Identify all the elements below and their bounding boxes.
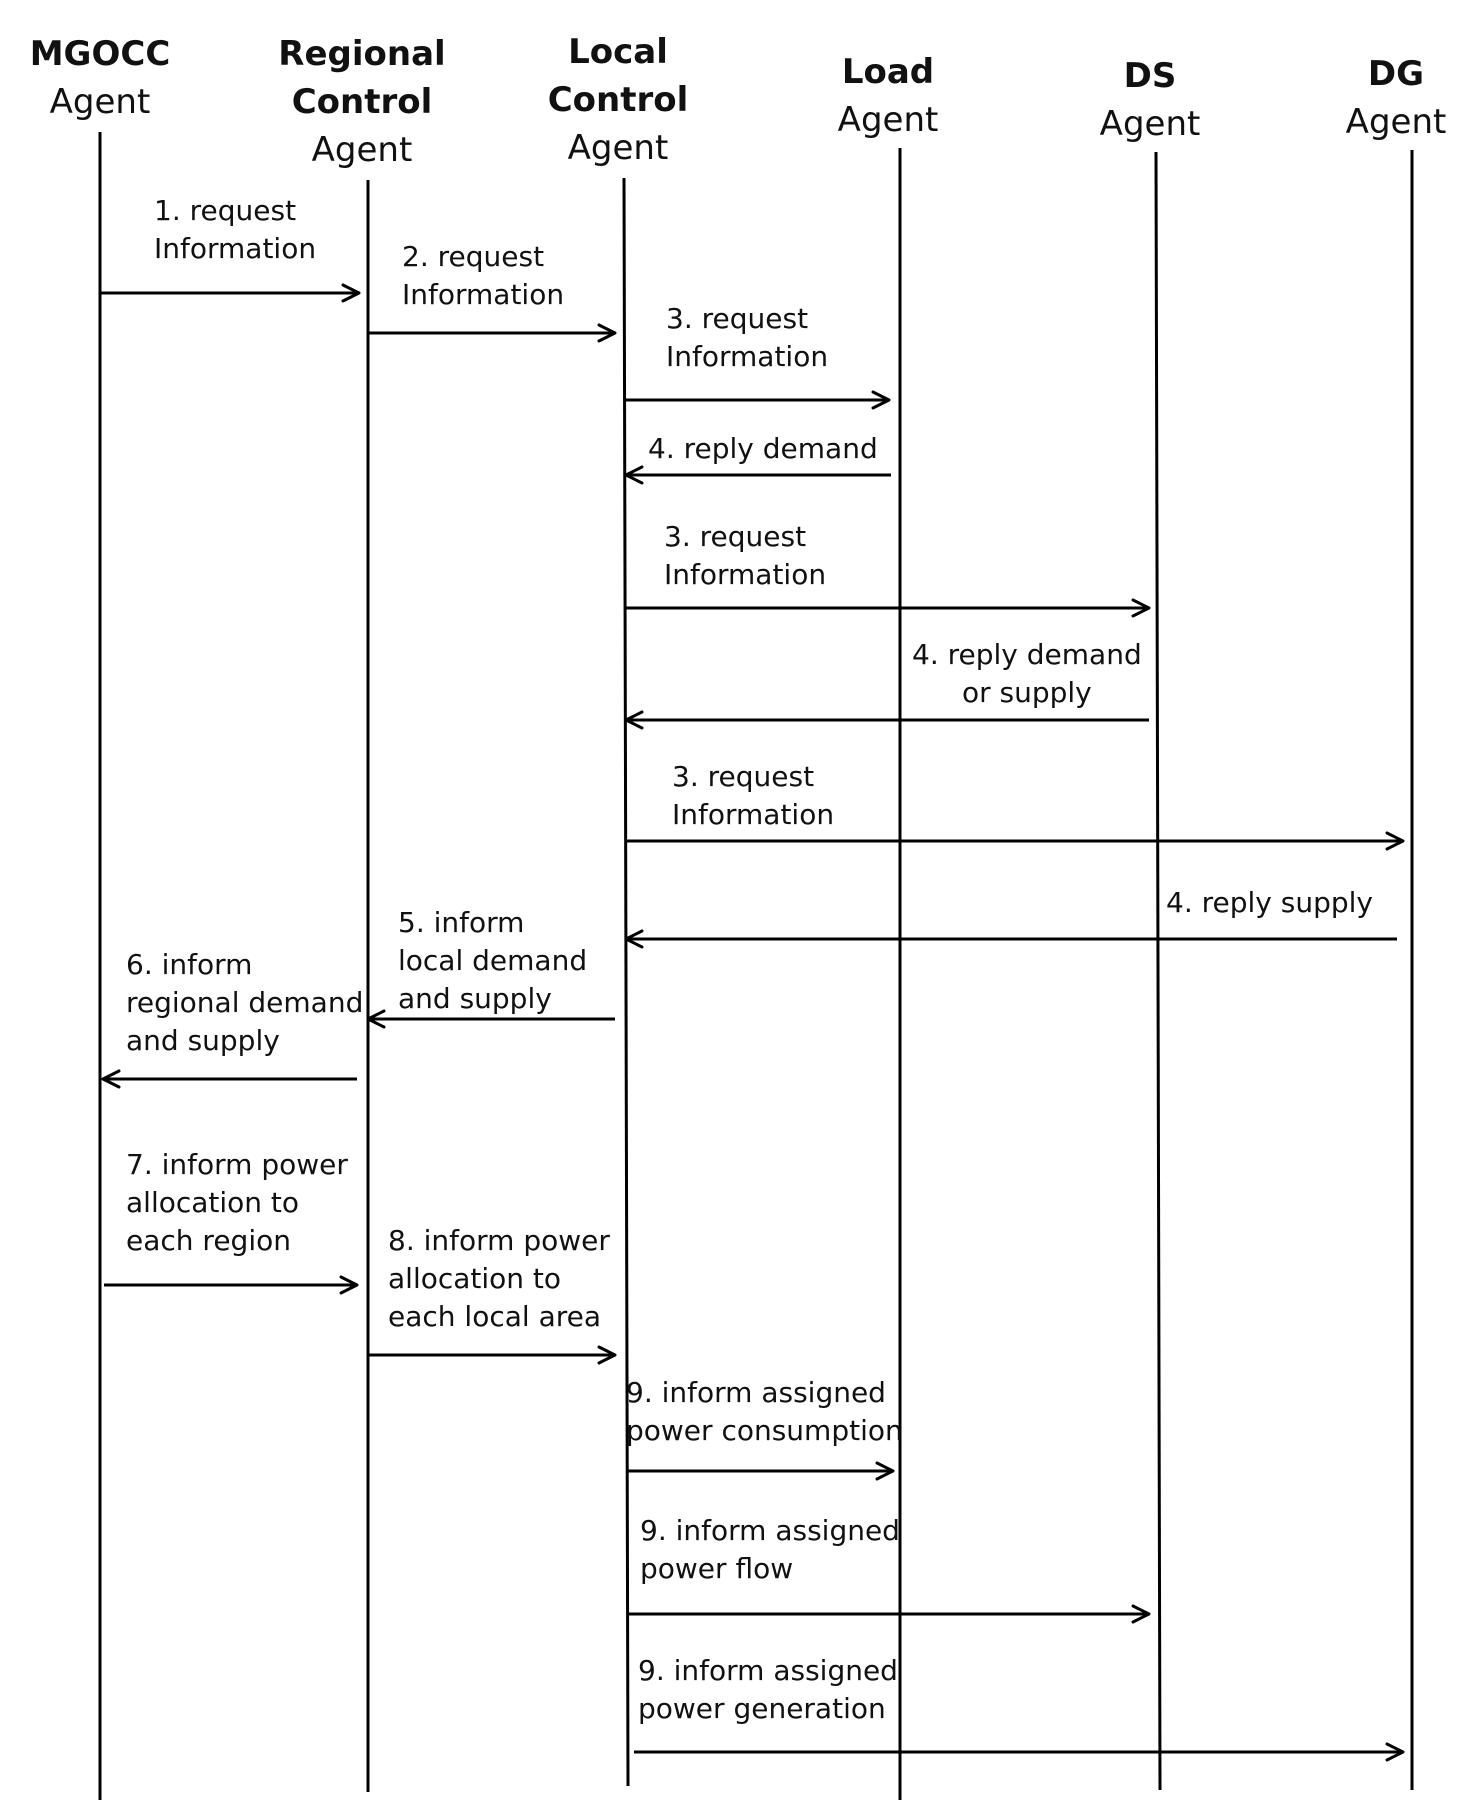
agent-header-local: Local Control Agent xyxy=(548,28,689,172)
message-label-m1: 1. request Information xyxy=(154,194,317,265)
agent-name-mgocc-line1: MGOCC xyxy=(29,34,171,74)
lifeline-ds xyxy=(1154,151,1162,1791)
message-label-m4b: 4. reply demand or supply xyxy=(912,638,1142,709)
agent-name-local-line2: Control xyxy=(547,80,689,120)
message-label-m4c: 4. reply supply xyxy=(1166,886,1373,919)
message-label-m9c: 9. inform assigned power generation xyxy=(638,1654,898,1725)
agent-header-load: Load Agent xyxy=(838,48,939,144)
agent-name-regional-line2: Control xyxy=(291,82,433,122)
agent-name-regional-line1: Regional xyxy=(278,34,446,74)
agent-sub-dg: Agent xyxy=(1345,102,1447,142)
message-label-m5: 5. inform local demand and supply xyxy=(398,906,588,1015)
message-label-m9a: 9. inform assigned power consumption xyxy=(626,1376,903,1447)
message-label-m8: 8. inform power allocation to each local… xyxy=(388,1224,610,1333)
message-label-m2: 2. request Information xyxy=(402,240,565,311)
message-label-m6: 6. inform regional demand and supply xyxy=(126,948,364,1057)
lifeline-local xyxy=(622,177,630,1787)
agent-name-dg-line1: DG xyxy=(1367,54,1425,94)
message-label-m4a: 4. reply demand xyxy=(648,432,878,465)
agent-name-ds-line1: DS xyxy=(1123,56,1177,96)
agent-sub-ds: Agent xyxy=(1099,104,1201,144)
agent-name-load-line1: Load xyxy=(841,52,935,92)
message-label-m7: 7. inform power allocation to each regio… xyxy=(126,1148,348,1257)
agent-header-ds: DS Agent xyxy=(1100,52,1201,148)
agent-sub-local: Agent xyxy=(567,128,669,168)
agent-sub-regional: Agent xyxy=(311,130,413,170)
agent-name-local-line1: Local xyxy=(568,32,668,72)
message-label-m9b: 9. inform assigned power flow xyxy=(640,1514,900,1585)
message-label-m3a: 3. request Information xyxy=(666,302,829,373)
agent-sub-mgocc: Agent xyxy=(49,82,151,122)
agent-sub-load: Agent xyxy=(837,100,939,140)
agent-header-regional: Regional Control Agent xyxy=(278,30,445,174)
message-label-m3c: 3. request Information xyxy=(672,760,835,831)
agent-header-mgocc: MGOCC Agent xyxy=(30,30,171,126)
agent-header-dg: DG Agent xyxy=(1346,50,1447,146)
message-label-m3b: 3. request Information xyxy=(664,520,827,591)
